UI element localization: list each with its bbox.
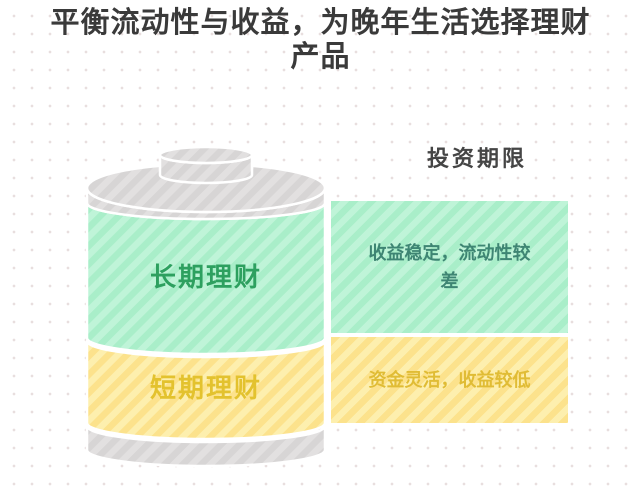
short-term-band [85,339,327,441]
battery-base-band [85,424,327,468]
short-term-note: 资金灵活，收益较低 [331,337,568,423]
investment-period-header: 投资期限 [427,146,528,171]
page-title: 平衡流动性与收益，为晚年生活选择理财产品 [50,7,591,73]
battery-cap-top [158,145,254,165]
layer-label-short-term: 短期理财 [149,373,262,403]
battery-cylinder-diagram: 长期理财 短期理财 [84,145,328,471]
long-term-note: 收益稳定，流动性较差 [331,201,568,333]
battery-cylinder-icon [85,145,327,468]
layer-label-long-term: 长期理财 [149,262,262,292]
